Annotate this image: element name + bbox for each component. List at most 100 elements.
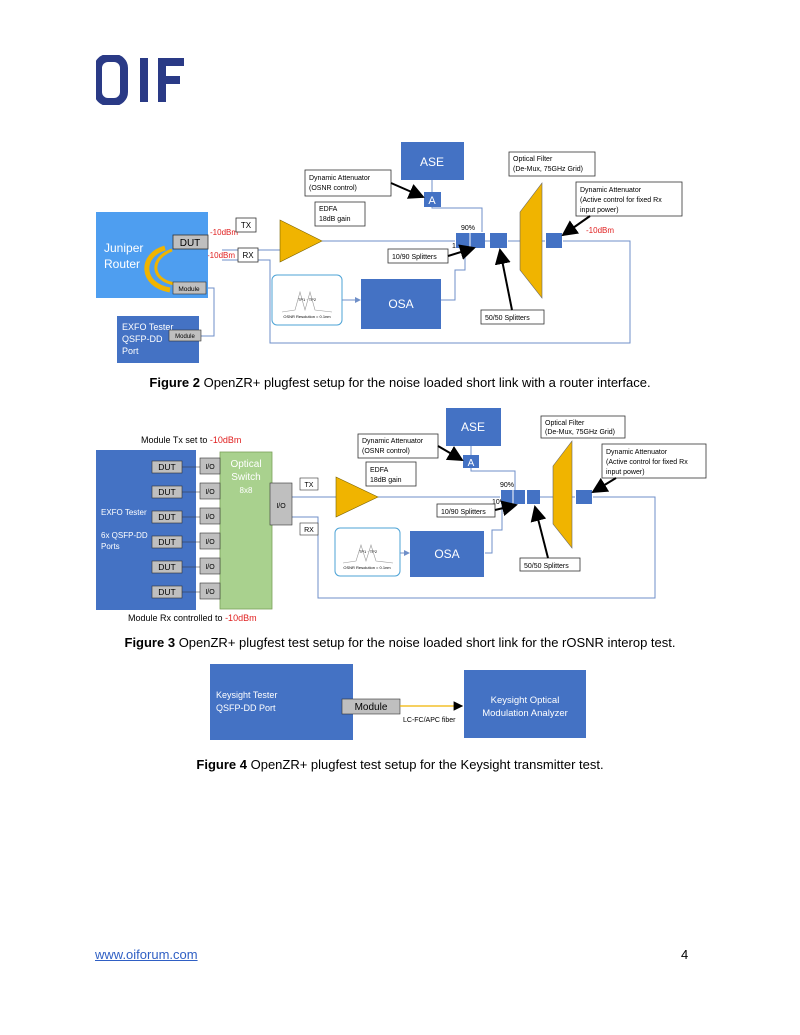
- dut-row-label: DUT: [158, 587, 175, 597]
- exfo-line3: Port: [122, 346, 139, 356]
- edfa-triangle: [279, 219, 323, 263]
- edfa3-line2: 18dB gain: [370, 477, 402, 484]
- juniper-module-box: [172, 281, 207, 295]
- splitters-1090-label: 10/90 Splitters: [392, 254, 437, 261]
- p90-label-3: 90%: [500, 482, 514, 489]
- io-row-label: I/O: [205, 514, 215, 521]
- dut-row-2: DUT I/O: [151, 482, 221, 500]
- dyn-att-rx-line3: input power): [580, 207, 619, 214]
- osnr-res-label-3: OSNR Resolution = 0.1nm: [343, 565, 391, 570]
- dut-label: DUT: [180, 238, 201, 249]
- dyn-att-osnr3-line2: (OSNR control): [362, 448, 410, 455]
- io-row-label: I/O: [205, 489, 215, 496]
- rx-label-3: RX: [304, 527, 314, 534]
- splitters-5050-label: 50/50 Splitters: [485, 315, 530, 322]
- p90-label: 90%: [461, 225, 475, 232]
- exfo-module-box: [168, 329, 202, 342]
- optical-filter-shape: [519, 182, 543, 299]
- splitters-5050-label-3: 50/50 Splitters: [524, 563, 569, 570]
- edfa-line1: EDFA: [319, 206, 338, 213]
- io-row-label: I/O: [205, 539, 215, 546]
- optical-filter-callout-3: [540, 415, 626, 439]
- dyn-att-rx3-line3: input power): [606, 469, 645, 476]
- io-row-label: I/O: [205, 589, 215, 596]
- osa-label-3: OSA: [434, 547, 459, 561]
- optical-filter3-line1: Optical Filter: [545, 420, 585, 427]
- figure-4-label: Figure 4: [196, 757, 247, 772]
- osnr-res-label: OSNR Resolution = 0.1nm: [283, 314, 331, 319]
- rx-level: -10dBm: [207, 251, 235, 260]
- edfa-callout: [314, 201, 366, 227]
- dut-row-1: DUT I/O: [151, 457, 221, 475]
- footer-website-link[interactable]: www.oiforum.com: [95, 947, 198, 962]
- osnr-plot-box-3: [334, 527, 401, 577]
- ase-label: ASE: [420, 155, 444, 169]
- oif-logo: [96, 55, 184, 105]
- splitters-1090-label-3: 10/90 Splitters: [441, 509, 486, 516]
- rx-box-3: [299, 522, 319, 536]
- juniper-module-label: Module: [178, 286, 200, 293]
- keysight-analyzer-box: [464, 670, 586, 738]
- page-number: 4: [681, 947, 689, 962]
- switch-line1: Optical: [230, 459, 261, 470]
- attenuator-a: [424, 192, 441, 207]
- figure-3-text: OpenZR+ plugfest test setup for the nois…: [175, 635, 676, 650]
- rx-controlled-text: Module Rx controlled to -10dBm: [128, 613, 257, 623]
- tx-box-3: [299, 477, 319, 491]
- edfa-triangle-3: [335, 476, 379, 518]
- osa-label: OSA: [388, 297, 413, 311]
- tx-set-text: Module Tx set to -10dBm: [141, 435, 241, 445]
- dut-row-5: DUT I/O: [151, 557, 221, 575]
- figure-2-label: Figure 2: [149, 375, 200, 390]
- optical-filter-callout: [508, 151, 596, 177]
- splitters-5050-callout: [480, 309, 545, 325]
- juniper-line2: Router: [104, 257, 140, 271]
- exfo6-line3: Ports: [101, 542, 120, 551]
- ase-box-3: [446, 408, 501, 446]
- dut-row-label: DUT: [158, 562, 175, 572]
- figure-4-text: OpenZR+ plugfest test setup for the Keys…: [246, 757, 604, 772]
- figure-3-label: Figure 3: [124, 635, 176, 650]
- keysight-module-label: Module: [355, 702, 388, 713]
- rx-label: RX: [242, 251, 254, 260]
- splitter-5050-box-3: [527, 490, 540, 504]
- out-level: -10dBm: [586, 226, 614, 235]
- tx-label: TX: [241, 221, 252, 230]
- tx-level: -10dBm: [210, 228, 238, 237]
- exfo-line2: QSFP-DD: [122, 334, 163, 344]
- analyzer-line2: Modulation Analyzer: [482, 708, 568, 719]
- optical-filter3-line2: (De-Mux, 75GHz Grid): [545, 429, 615, 436]
- figure-3-diagram: Module Tx set to -10dBm Module Rx contro…: [96, 408, 707, 623]
- attenuator-a-3: [463, 455, 479, 468]
- osnr-tp-label-3: TP1 · TP2: [359, 549, 378, 554]
- exfo6-line2: 6x QSFP-DD: [101, 531, 148, 540]
- splitters-1090-callout-3: [436, 503, 496, 518]
- attenuator-a3-label: A: [468, 458, 475, 469]
- io-row-label: I/O: [205, 564, 215, 571]
- exfo-line1: EXFO Tester: [122, 322, 173, 332]
- dut-row-label: DUT: [158, 462, 175, 472]
- optical-filter-line1: Optical Filter: [513, 156, 553, 163]
- switch-io-right: [269, 482, 293, 526]
- figure-4-caption: Figure 4 OpenZR+ plugfest test setup for…: [0, 757, 800, 772]
- switch-io-right-label: I/O: [276, 503, 286, 510]
- dyn-att-rx-line2: (Active control for fixed Rx: [580, 197, 662, 204]
- dyn-att-rx-callout-3: [601, 443, 707, 479]
- switch-line2: Switch: [231, 472, 260, 483]
- tx-label-3: TX: [305, 482, 314, 489]
- dut-row-4: DUT I/O: [151, 532, 221, 550]
- keysight-line2: QSFP-DD Port: [216, 703, 276, 713]
- splitters-5050-callout-3: [519, 557, 581, 572]
- dut-row-6: DUT I/O: [151, 582, 221, 600]
- ase-label-3: ASE: [461, 420, 485, 434]
- dyn-att-rx3-line2: (Active control for fixed Rx: [606, 459, 688, 466]
- figure-2-caption: Figure 2 OpenZR+ plugfest setup for the …: [0, 375, 800, 390]
- dyn-att-rx-line1: Dynamic Attenuator: [580, 187, 642, 194]
- exfo-module-label: Module: [175, 334, 195, 340]
- rx-box: [237, 247, 259, 263]
- optical-filter-shape-3: [552, 440, 573, 549]
- osnr-tp-label: TP1 · TP2: [298, 297, 317, 302]
- keysight-tester-box: [210, 664, 353, 740]
- dut-row-label: DUT: [158, 512, 175, 522]
